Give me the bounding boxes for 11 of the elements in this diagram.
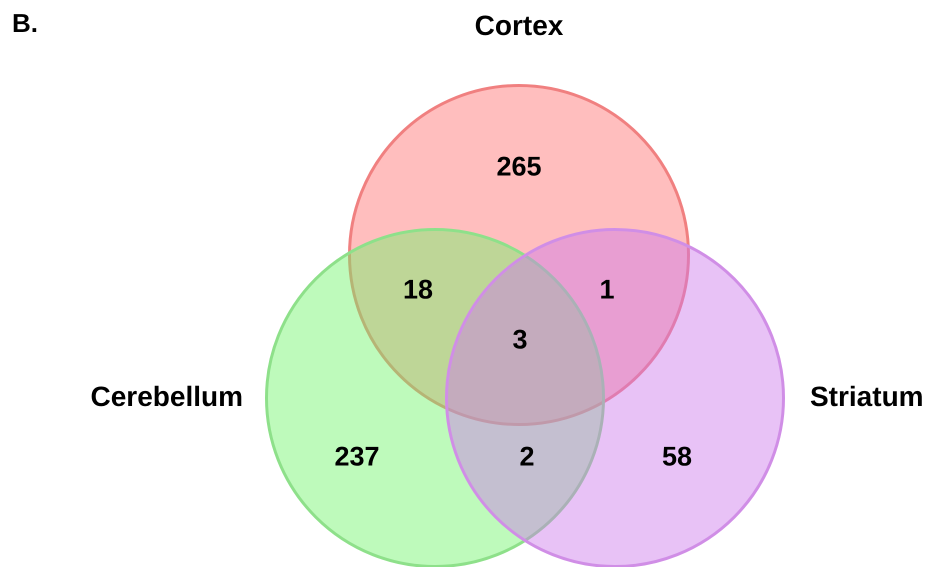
count-label: 265 <box>496 152 542 182</box>
panel-letter: B. <box>12 8 38 39</box>
count-label: 237 <box>334 442 380 472</box>
set-label: Cerebellum <box>90 381 243 413</box>
set-label: Cortex <box>474 10 564 42</box>
count-label: 2 <box>519 442 535 472</box>
count-label: 3 <box>512 324 528 356</box>
count-label: 1 <box>599 274 615 306</box>
count-label: 18 <box>402 274 434 306</box>
count-label: 58 <box>662 442 692 472</box>
set-label: Striatum <box>810 381 924 413</box>
